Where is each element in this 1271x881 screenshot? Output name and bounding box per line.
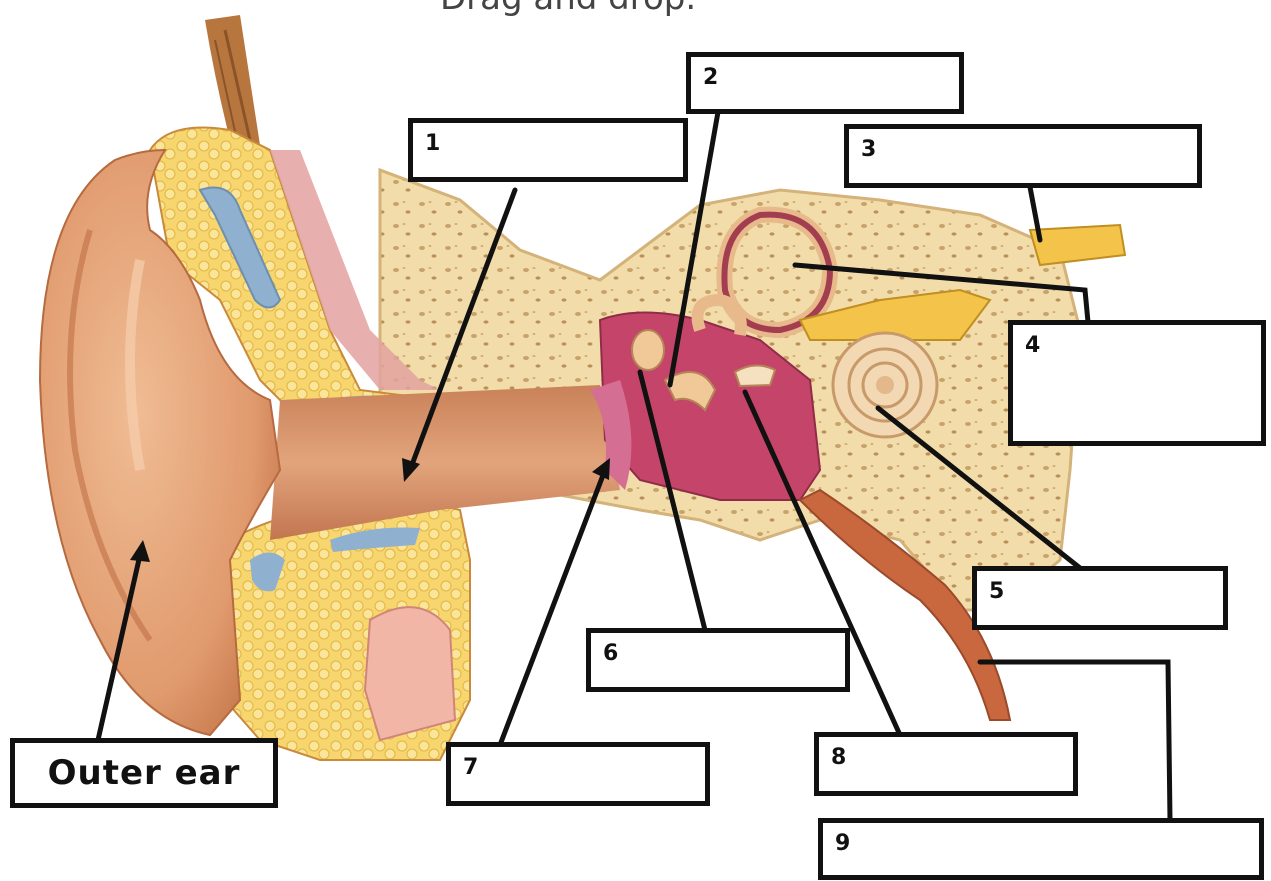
label-box-2[interactable]: 2 bbox=[686, 52, 964, 114]
hair-strands bbox=[205, 15, 260, 145]
label-box-6[interactable]: 6 bbox=[586, 628, 850, 692]
label-box-5[interactable]: 5 bbox=[972, 566, 1228, 630]
pointer-line-7 bbox=[500, 470, 605, 745]
label-box-7[interactable]: 7 bbox=[446, 742, 710, 806]
label-box-1[interactable]: 1 bbox=[408, 118, 688, 182]
label-number-7: 7 bbox=[463, 755, 478, 780]
label-box-outer-ear: Outer ear bbox=[10, 738, 278, 808]
outer-ear-label: Outer ear bbox=[15, 753, 273, 793]
lower-soft-tissue bbox=[225, 500, 470, 760]
label-number-5: 5 bbox=[989, 579, 1004, 604]
label-number-1: 1 bbox=[425, 131, 440, 156]
label-number-6: 6 bbox=[603, 641, 618, 666]
malleus bbox=[632, 330, 664, 370]
label-box-8[interactable]: 8 bbox=[814, 732, 1078, 796]
label-box-9[interactable]: 9 bbox=[818, 818, 1264, 880]
label-number-3: 3 bbox=[861, 137, 876, 162]
label-number-2: 2 bbox=[703, 65, 718, 90]
label-box-3[interactable]: 3 bbox=[844, 124, 1202, 188]
label-number-9: 9 bbox=[835, 831, 850, 856]
label-number-8: 8 bbox=[831, 745, 846, 770]
stapes bbox=[735, 365, 775, 386]
label-number-4: 4 bbox=[1025, 333, 1040, 358]
label-box-4[interactable]: 4 bbox=[1008, 320, 1266, 446]
